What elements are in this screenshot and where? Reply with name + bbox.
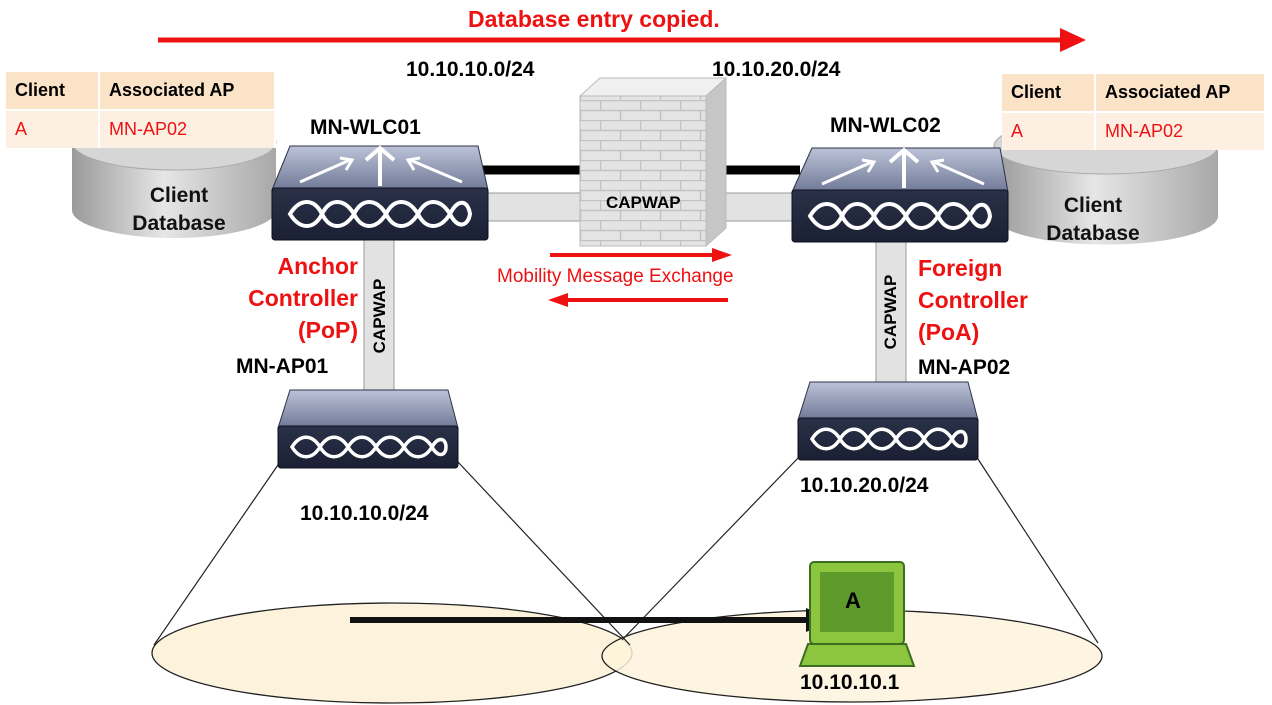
subnet-label-left: 10.10.10.0/24: [406, 58, 535, 81]
table-cell-client: A: [6, 110, 100, 148]
capwap-label-right: CAPWAP: [881, 274, 900, 350]
wlc01-name: MN-WLC01: [310, 116, 421, 139]
copy-arrow: [158, 28, 1086, 52]
table-row: A MN-AP02: [1002, 112, 1266, 150]
firewall-icon: [578, 76, 728, 248]
ap02-name: MN-AP02: [918, 356, 1011, 379]
anchor-role-line3: (PoP): [297, 317, 358, 343]
anchor-role-line1: Anchor: [277, 253, 359, 279]
ap02-subnet: 10.10.20.0/24: [800, 474, 929, 497]
wlc02-device-icon: [791, 147, 1009, 243]
ap02-device-icon: [797, 381, 979, 461]
db-right-line2: Database: [1046, 222, 1140, 245]
laptop-client-name: A: [845, 588, 861, 613]
diagram-title: Database entry copied.: [468, 6, 720, 32]
subnet-label-right: 10.10.20.0/24: [712, 58, 841, 81]
client-ip: 10.10.10.1: [800, 671, 900, 694]
client-database-right-label: Client Database: [1018, 192, 1168, 248]
table-header-client: Client: [6, 72, 100, 111]
table-header-associated-ap: Associated AP: [99, 72, 276, 111]
table-cell-associated-ap: MN-AP02: [1095, 112, 1266, 150]
client-table-left: Client Associated AP A MN-AP02: [6, 72, 276, 148]
db-right-line1: Client: [1063, 194, 1123, 217]
capwap-label-horizontal: CAPWAP: [606, 193, 681, 212]
ap01-name: MN-AP01: [236, 355, 329, 378]
mobility-arrows: [548, 248, 732, 307]
wlc02-name: MN-WLC02: [830, 114, 941, 137]
foreign-role-line1: Foreign: [918, 255, 1003, 281]
ap01-device-icon: [277, 389, 459, 469]
table-cell-client: A: [1002, 112, 1096, 150]
anchor-controller-label: Anchor Controller (PoP): [230, 250, 358, 346]
table-header-associated-ap: Associated AP: [1095, 74, 1266, 113]
foreign-controller-label: Foreign Controller (PoA): [918, 252, 1028, 348]
client-database-left-label: Client Database: [104, 182, 254, 238]
foreign-role-line2: Controller: [918, 287, 1028, 313]
foreign-role-line3: (PoA): [918, 319, 980, 345]
table-row: A MN-AP02: [6, 110, 276, 148]
capwap-tunnel-left: [363, 239, 395, 391]
laptop-icon: [798, 561, 916, 667]
ap01-subnet: 10.10.10.0/24: [300, 502, 429, 525]
mobility-label: Mobility Message Exchange: [497, 266, 734, 287]
coverage-lines: [153, 455, 1099, 646]
db-left-line2: Database: [132, 212, 226, 235]
anchor-role-line2: Controller: [248, 285, 358, 311]
table-cell-associated-ap: MN-AP02: [99, 110, 276, 148]
client-table-right: Client Associated AP A MN-AP02: [1002, 74, 1266, 150]
wlc01-device-icon: [271, 145, 489, 241]
db-left-line1: Client: [149, 184, 209, 207]
table-header-client: Client: [1002, 74, 1096, 113]
capwap-label-left: CAPWAP: [370, 278, 389, 354]
